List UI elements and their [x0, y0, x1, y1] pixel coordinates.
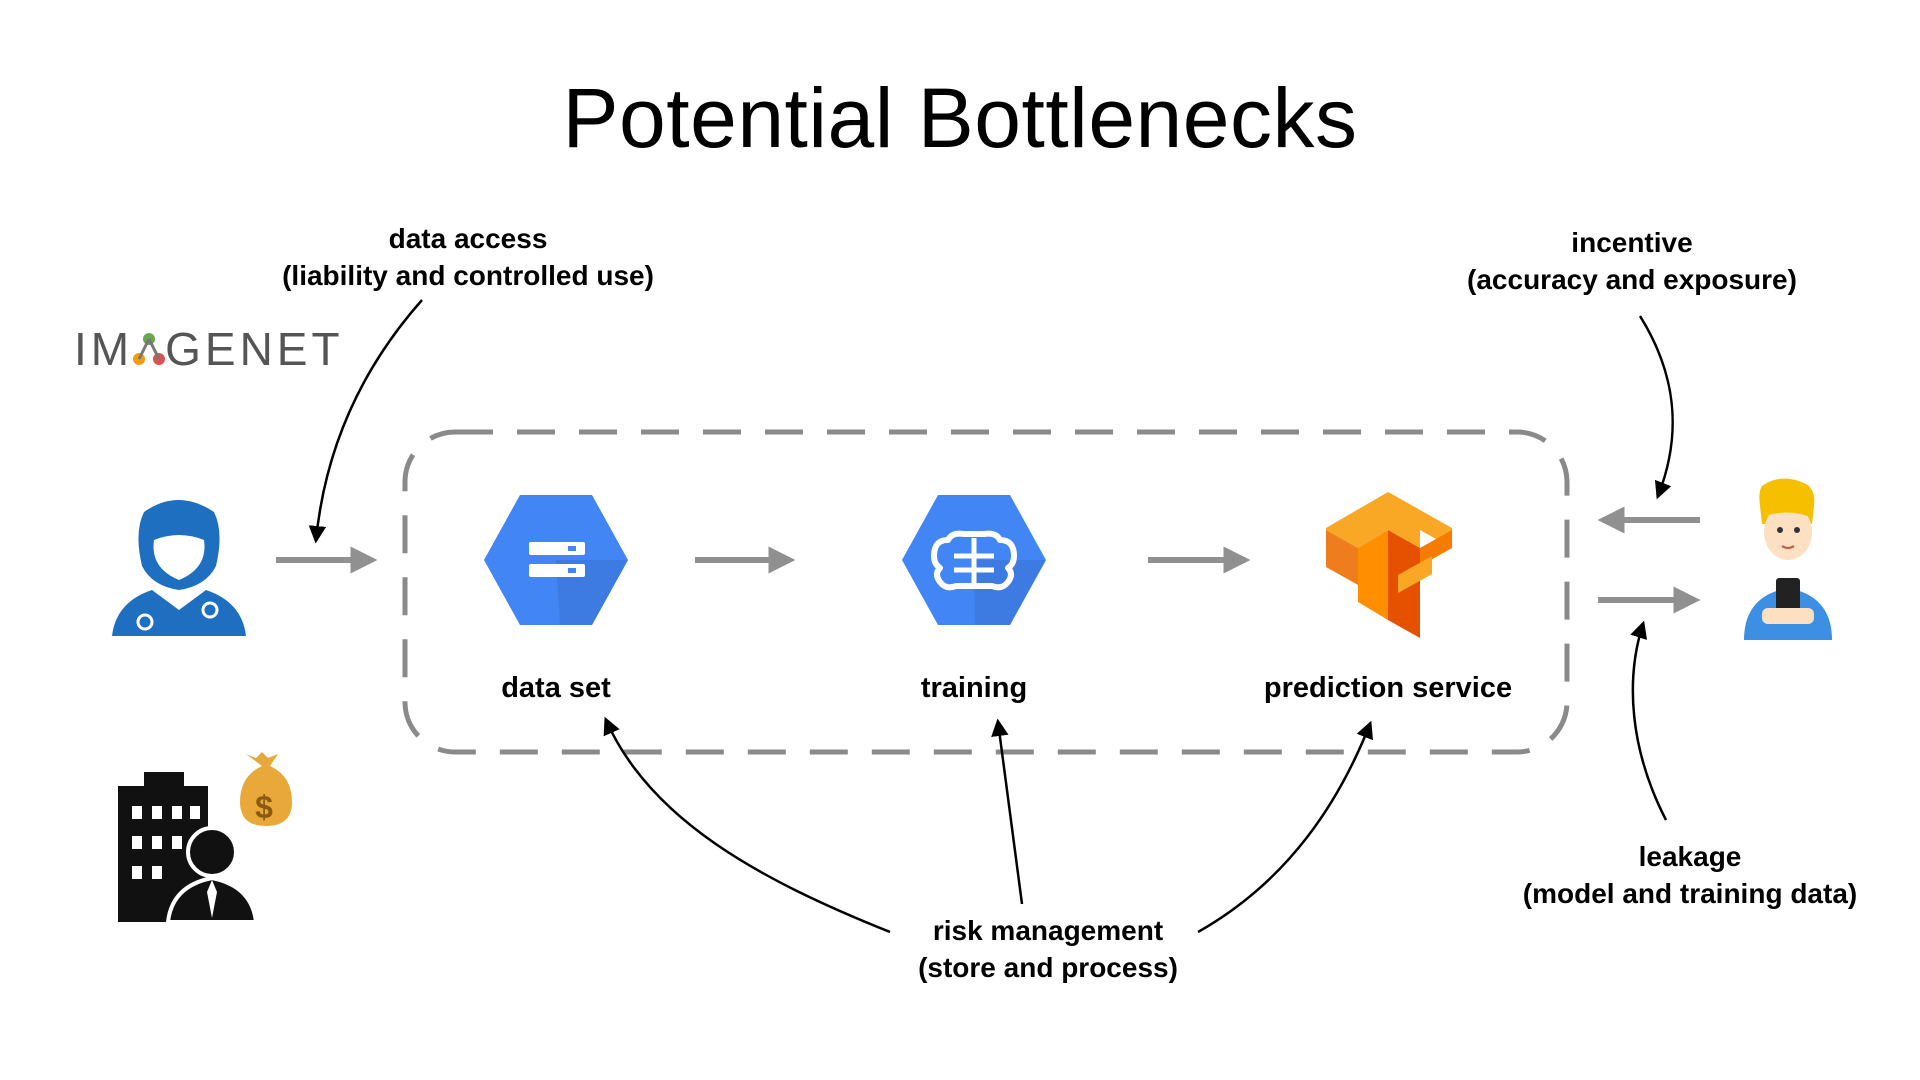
- logo-text-right: GENET: [165, 323, 344, 375]
- annotation-arrow-leakage: [1630, 620, 1668, 821]
- node-label-prediction: prediction service: [1263, 672, 1513, 704]
- cloud-storage-icon: [484, 495, 628, 625]
- node-label-dataset: data set: [501, 672, 611, 704]
- imagenet-glyph-icon: [133, 329, 166, 369]
- annotation-data-access: data access (liability and controlled us…: [282, 220, 654, 294]
- annotation-arrow-risk-to-dataset: [603, 716, 891, 934]
- annotation-risk-management: risk management (store and process): [918, 912, 1178, 986]
- tensorflow-icon: [1326, 492, 1452, 638]
- doctor-icon: [112, 500, 246, 636]
- imagenet-logo: IM GENET: [74, 322, 344, 376]
- pipeline-dashed-box: [402, 429, 1570, 755]
- annotation-arrow-risk-to-training: [991, 718, 1024, 905]
- annotation-risk-line2: (store and process): [918, 952, 1178, 983]
- annotation-leakage-line2: (model and training data): [1522, 878, 1858, 909]
- cloud-ml-brain-icon: [902, 495, 1046, 625]
- annotation-leakage-line1: leakage: [1638, 841, 1742, 872]
- annotation-arrow-incentive: [1638, 315, 1674, 500]
- annotation-data-access-line2: (liability and controlled use): [282, 260, 654, 291]
- annotation-risk-line1: risk management: [932, 915, 1164, 946]
- annotation-arrow-data-access: [308, 299, 423, 544]
- annotation-leakage: leakage (model and training data): [1523, 838, 1857, 912]
- annotation-incentive-line2: (accuracy and exposure): [1467, 264, 1797, 295]
- company-investor-icon: $: [118, 752, 292, 924]
- annotation-data-access-line1: data access: [388, 223, 548, 254]
- annotation-arrow-risk-to-prediction: [1197, 720, 1373, 934]
- logo-text-left: IM: [74, 323, 134, 375]
- svg-text:$: $: [255, 789, 273, 825]
- node-label-training: training: [920, 672, 1028, 704]
- user-with-phone-icon: [1744, 478, 1832, 640]
- page-title: Potential Bottlenecks: [562, 71, 1358, 165]
- annotation-incentive-line1: incentive: [1571, 227, 1693, 258]
- annotation-incentive: incentive (accuracy and exposure): [1467, 224, 1797, 298]
